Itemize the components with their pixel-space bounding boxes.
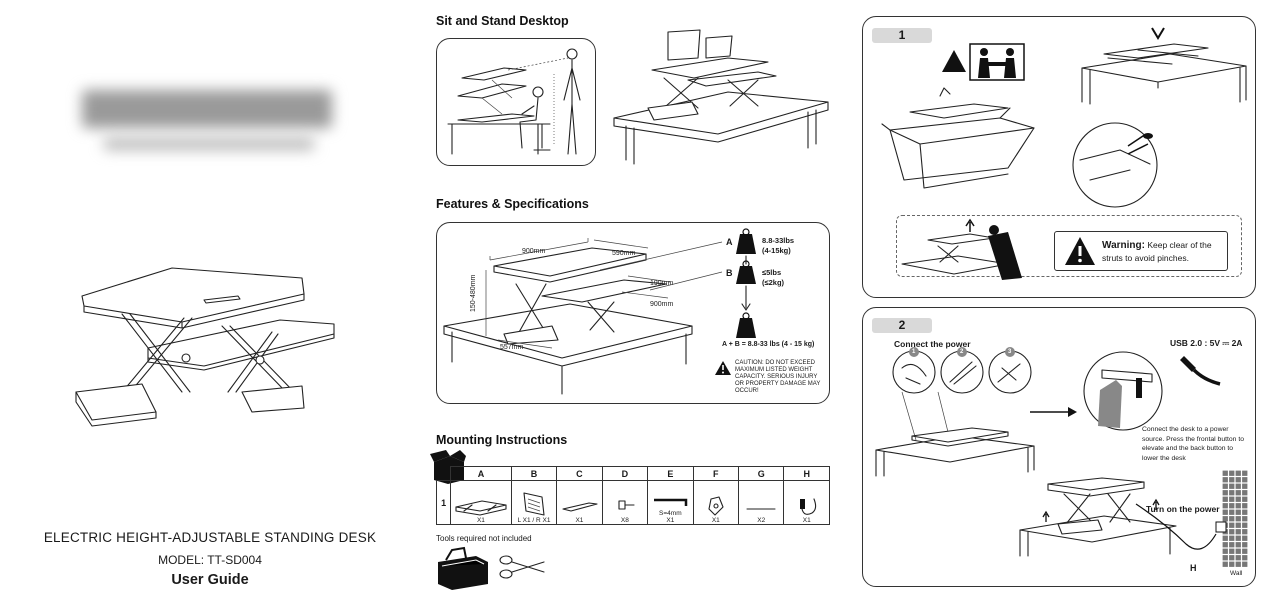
standing-desk-illustration (75, 267, 335, 427)
two-person-lift-icon (942, 43, 1025, 81)
unboxing-illustration (881, 87, 1035, 189)
part-f-count: X1 (711, 517, 720, 524)
capacity-b-kg: (≤2kg) (762, 278, 785, 287)
part-f-cell: X1 (692, 480, 740, 525)
part-b-cell: L X1 / R X1 (510, 480, 558, 525)
scissors-icon (499, 555, 545, 579)
wall-outlet-grid (1215, 470, 1248, 568)
part-b-count: L X1 / R X1 (517, 517, 551, 524)
part-d-count: X8 (620, 517, 629, 524)
warning-box (1054, 231, 1228, 271)
part-g-cell: X2 (738, 480, 785, 525)
features-desk-diagram (443, 238, 693, 395)
part-e-count: X1 (666, 517, 675, 524)
parts-table: A B C D E F G H 1 X1 L X1 / R X1 X1 X8 S… (435, 466, 830, 525)
part-h-count: X1 (802, 517, 811, 524)
caution-text: CAUTION: DO NOT EXCEED MAXIMUM LISTED WE… (735, 360, 821, 394)
sub-step-1: 1 (912, 349, 916, 355)
desk-with-monitors-illustration (613, 29, 829, 165)
lower-desk-illustration (1081, 27, 1247, 105)
tools-note: Tools required not included (436, 534, 532, 543)
part-e-cell: S=4mm X1 (647, 480, 694, 525)
guide-title: User Guide (171, 572, 249, 588)
part-g-count: X2 (757, 517, 766, 524)
turn-on-power-label: Turn on the power (1146, 504, 1220, 514)
sub-step-3: 3 (1008, 349, 1012, 355)
part-c-cell: X1 (556, 480, 603, 525)
dim-keyboard-width: 900mm (650, 301, 674, 308)
desk-raised-illustration (1019, 477, 1217, 557)
dim-keyboard-depth: 190mm (650, 280, 674, 287)
part-a-cell: X1 (450, 480, 512, 525)
sub-step-2: 2 (960, 349, 964, 355)
model-number: MODEL: TT-SD004 (158, 553, 262, 567)
dim-width: 900mm (522, 248, 546, 255)
capacity-a: 8.8-33lbs (4-15kg) (762, 236, 794, 256)
bracket-part-icon (523, 492, 545, 516)
hex-key-part-icon (654, 498, 688, 506)
desk-lowered-illustration (875, 391, 1035, 477)
brand-logo (78, 86, 340, 168)
step2-badge: 2 (872, 318, 932, 333)
usb-plug-icon (1180, 356, 1221, 386)
screw-part-icon (618, 500, 635, 510)
load-leader-lines (599, 241, 723, 291)
sit-stand-figure (447, 48, 581, 155)
desk-part-icon (455, 500, 507, 516)
caution-icon (715, 361, 731, 375)
parts-row-label: 1 (435, 480, 452, 525)
part-header-h: H (783, 466, 830, 481)
toolbox-icon (438, 546, 488, 590)
warning-bold: Warning: (1102, 240, 1145, 251)
sit-stand-heading: Sit and Stand Desktop (436, 14, 569, 28)
part-header-e: E (647, 466, 694, 481)
part-e-note: S=4mm (659, 510, 682, 517)
capacity-total: A + B = 8.8-33 lbs (4 - 15 kg) (722, 341, 815, 348)
arrow-right-icon (1030, 407, 1077, 417)
sit-stand-figure-frame (436, 38, 596, 166)
connect-steps-circles (892, 347, 1032, 394)
wall-label: Wall (1230, 570, 1243, 577)
keyboard-tray-part-icon (562, 502, 598, 512)
cut-strap-illustration (1072, 122, 1158, 208)
capacity-b-lbs: ≤5lbs (762, 268, 782, 277)
warning-icon (1065, 237, 1095, 265)
connect-power-label: Connect the power (894, 339, 971, 349)
part-header-f: F (692, 466, 740, 481)
power-cable-part-icon (799, 498, 816, 515)
part-header-d: D (601, 466, 649, 481)
dim-base: 557mm (500, 344, 524, 351)
step1-badge: 1 (872, 28, 932, 43)
dim-height: 150-480mm (470, 274, 477, 312)
dim-depth: 590mm (612, 250, 636, 257)
usb-spec-label: USB 2.0 : 5V ⎓ 2A (1170, 338, 1243, 348)
pin-part-icon (746, 508, 776, 510)
button-closeup-illustration (1083, 351, 1163, 431)
part-d-cell: X8 (601, 480, 649, 525)
part-h-cell: X1 (783, 480, 830, 525)
part-header-g: G (738, 466, 785, 481)
warning-message: Keep clear of the struts to avoid pinche… (1102, 240, 1212, 263)
capacity-b: ≤5lbs (≤2kg) (762, 268, 784, 288)
mounting-heading: Mounting Instructions (436, 433, 568, 447)
unlock-desk-frame (896, 215, 1242, 277)
raise-desk-illustration (901, 218, 1022, 280)
part-header-b: B (510, 466, 558, 481)
capacity-a-lbs: 8.8-33lbs (762, 236, 795, 245)
label-a: A (726, 237, 733, 247)
clamp-part-icon (708, 496, 724, 516)
capacity-a-kg: (4-15kg) (762, 246, 791, 255)
warning-text: Warning: Keep clear of the struts to avo… (1102, 239, 1222, 264)
weight-icons (736, 228, 756, 338)
cable-h-label: H (1190, 563, 1197, 573)
part-a-count: X1 (476, 517, 485, 524)
power-instructions: Connect the desk to a power source. Pres… (1142, 426, 1245, 462)
part-c-count: X1 (575, 517, 584, 524)
part-header-a: A (450, 466, 512, 481)
product-title: ELECTRIC HEIGHT-ADJUSTABLE STANDING DESK (43, 530, 377, 545)
features-heading: Features & Specifications (436, 197, 589, 211)
part-header-c: C (556, 466, 603, 481)
label-b: B (726, 268, 733, 278)
